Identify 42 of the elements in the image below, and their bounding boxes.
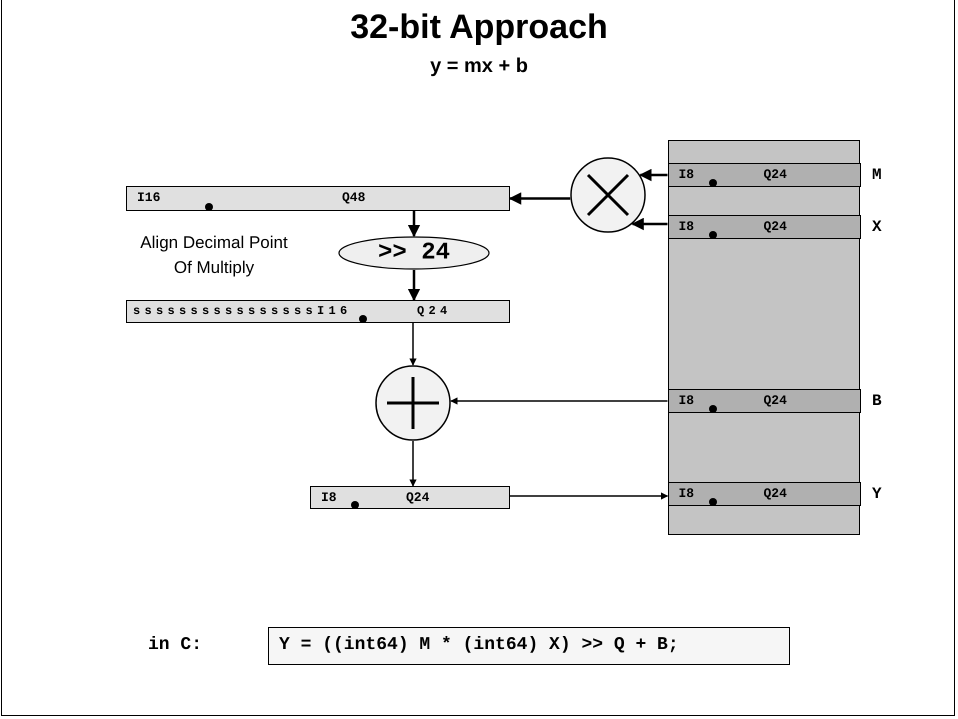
shift-label: >> 24: [378, 240, 450, 266]
result-bar: [310, 486, 510, 509]
register-bar: [668, 482, 860, 506]
register-name: M: [872, 166, 882, 184]
bit-field-label: I8: [678, 486, 694, 501]
arrow: [409, 323, 417, 366]
memory-block: [668, 140, 860, 535]
shifted-bar: [126, 300, 510, 323]
bit-field-label: I8: [678, 167, 694, 182]
annotation-text: Align Decimal Point Of Multiply: [139, 232, 289, 279]
arrow: [408, 211, 420, 238]
register-bar: [668, 163, 860, 187]
equation-subtitle: y = mx + b: [430, 54, 528, 79]
register-bar: [668, 389, 860, 413]
bit-field-label: Q24: [764, 167, 787, 182]
register-name: B: [872, 392, 882, 410]
register-name: Y: [872, 485, 882, 503]
arrow: [450, 397, 668, 405]
arrow: [508, 192, 570, 205]
bit-field-label: Q24: [764, 393, 787, 408]
arrow: [510, 492, 668, 500]
bit-field-label: I16: [137, 190, 160, 205]
bit-field-label: Q48: [342, 190, 366, 205]
arrow: [408, 270, 420, 302]
bit-field-label: I8: [678, 393, 694, 408]
register-bar: [668, 215, 860, 239]
bit-field-label: Q24: [764, 219, 787, 234]
bit-field-label: Q24: [406, 490, 430, 505]
product-bar: [126, 186, 510, 211]
code-box: [268, 627, 790, 665]
register-name: X: [872, 218, 882, 236]
bit-field-label: Q24: [764, 486, 787, 501]
bit-field-label: I8: [678, 219, 694, 234]
slide-title: 32-bit Approach: [350, 8, 608, 47]
arrow: [639, 168, 668, 182]
arrow: [631, 218, 668, 230]
arrow: [409, 441, 417, 487]
bit-field-label: I8: [321, 490, 337, 505]
code-prefix: in C:: [148, 635, 202, 655]
code-line: Y = ((int64) M * (int64) X) >> Q + B;: [279, 635, 679, 655]
bit-field-label: Q24: [417, 304, 452, 318]
bit-field-label: ssssssssssssssssI16: [133, 304, 352, 318]
